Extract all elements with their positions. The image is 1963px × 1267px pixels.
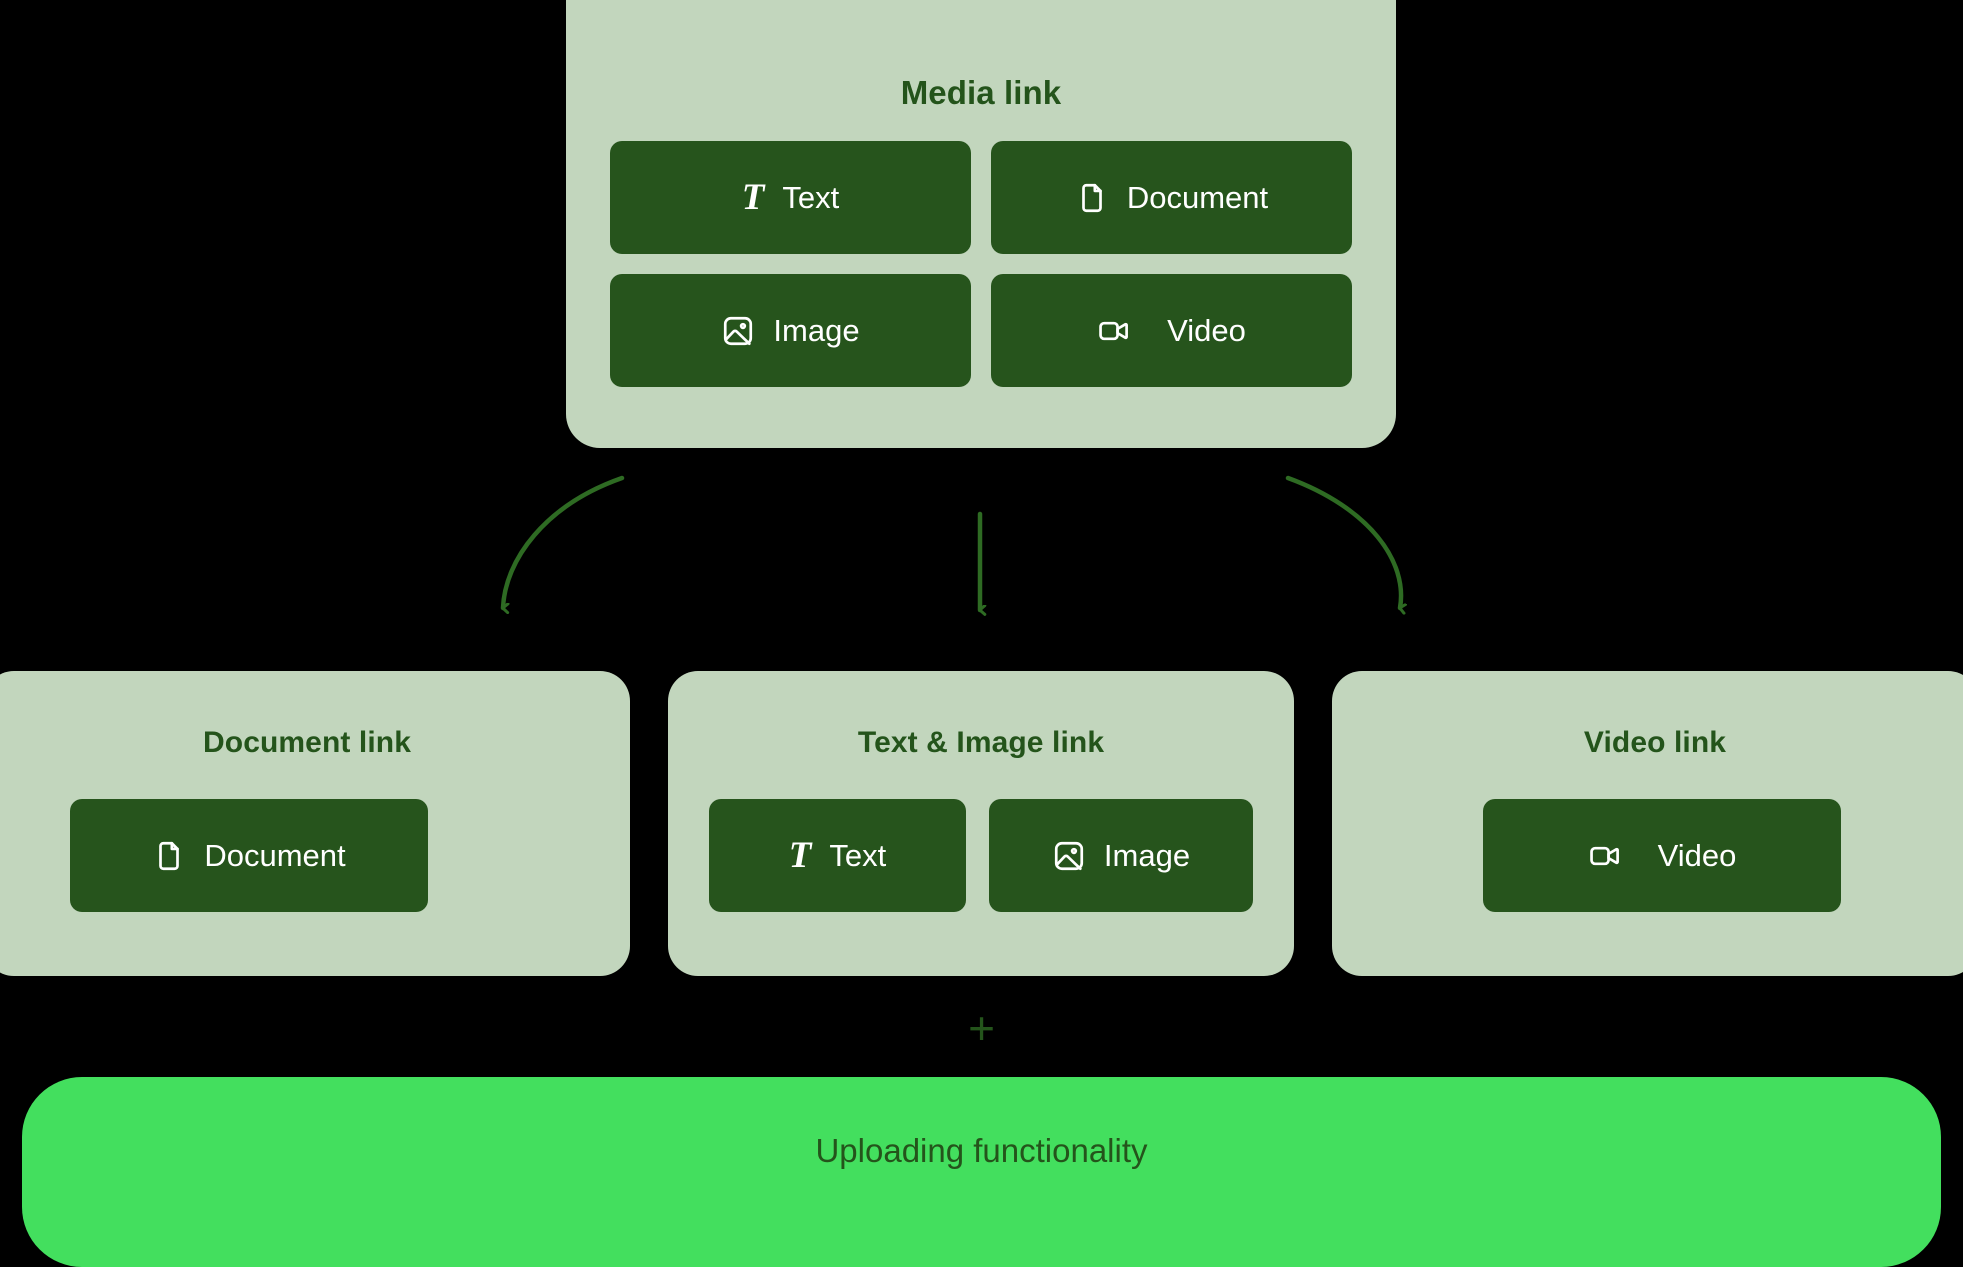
uploading-functionality-bar[interactable]: Uploading functionality [22,1077,1941,1267]
text-image-link-text-button-label: Text [829,838,887,873]
text-image-link-card: Text & Image link T Text Image [668,671,1294,976]
video-camera-icon [1588,839,1622,873]
plus-connector-icon: + [968,1002,995,1054]
document-icon [1075,181,1109,215]
media-link-title: Media link [900,74,1062,111]
image-icon [721,314,755,348]
text-image-link-title: Text & Image link [857,726,1105,759]
document-link-button-row: Document [0,799,630,912]
arrow-to-document-link [500,475,625,608]
text-image-link-image-button-label: Image [1103,838,1191,873]
document-icon [152,839,186,873]
video-link-card: Video link Video [1332,671,1963,976]
document-link-card: Document link Document [0,671,630,976]
uploading-functionality-label: Uploading functionality [815,1132,1148,1169]
media-link-button-grid: T Text Document [610,141,1352,387]
arrow-to-video-link [1285,475,1401,608]
text-image-link-text-button[interactable]: T Text [709,799,966,912]
document-link-document-button[interactable]: Document [70,799,428,912]
media-text-button[interactable]: T Text [610,141,971,254]
media-document-button-label: Document [1126,180,1269,215]
media-image-button[interactable]: Image [610,274,971,387]
media-text-button-label: Text [782,180,840,215]
document-link-document-button-label: Document [204,838,346,873]
video-link-button-row: Video [1332,799,1963,912]
video-link-video-button[interactable]: Video [1483,799,1841,912]
text-image-link-image-button[interactable]: Image [989,799,1253,912]
media-link-card: Media link T Text Document [566,0,1396,448]
media-video-button[interactable]: Video [991,274,1352,387]
media-document-button[interactable]: Document [991,141,1352,254]
document-link-title: Document link [203,726,411,759]
text-image-link-button-row: T Text Image [668,799,1294,912]
image-icon [1052,839,1086,873]
media-image-button-label: Image [773,313,860,348]
text-t-icon: T [741,177,765,218]
media-video-button-label: Video [1167,313,1246,348]
video-link-video-button-label: Video [1657,838,1737,873]
video-camera-icon [1097,314,1131,348]
video-link-title: Video link [1583,726,1727,759]
text-t-icon: T [788,835,812,876]
